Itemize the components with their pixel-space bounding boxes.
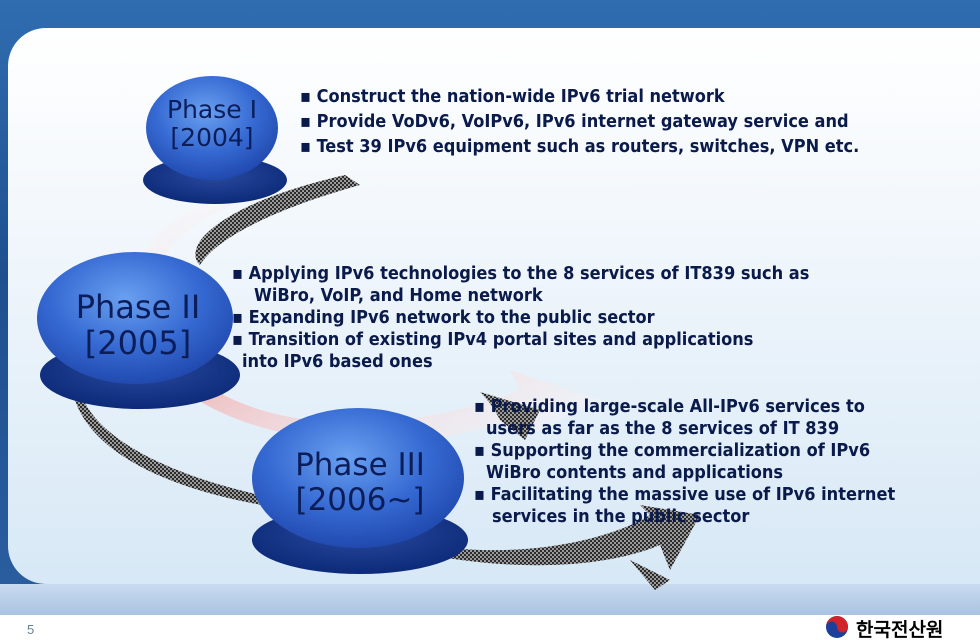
dark-arrow-middle-tip [480, 392, 540, 440]
phase-3-bullets: ▪ Providing large-scale All-IPv6 service… [474, 396, 895, 528]
list-item: ▪ Facilitating the massive use of IPv6 i… [474, 484, 896, 527]
footer-strip [0, 584, 980, 615]
phase-1-ellipse [146, 76, 278, 180]
list-item: ▪ Providing large-scale All-IPv6 service… [474, 396, 865, 439]
phase-2-title: Phase II [75, 288, 201, 326]
list-item: ▪ Transition of existing IPv4 portal sit… [232, 329, 754, 372]
dark-arrow-upper [195, 175, 360, 265]
phase-2-label: Phase II [2005] [48, 288, 228, 362]
page-number: 5 [27, 622, 35, 637]
phase-1-label: Phase I [2004] [150, 96, 274, 152]
list-item: ▪ Construct the nation-wide IPv6 trial n… [300, 86, 725, 107]
logo-text: 한국전산원 [856, 619, 944, 640]
list-item: ▪ Applying IPv6 technologies to the 8 se… [232, 263, 810, 306]
phase-1-bullets: ▪ Construct the nation-wide IPv6 trial n… [300, 84, 859, 159]
dark-arrow-middle [75, 390, 262, 505]
list-item: ▪ Provide VoDv6, VoIPv6, IPv6 internet g… [300, 111, 849, 132]
list-item: ▪ Supporting the commercialization of IP… [474, 440, 871, 483]
taeguk-icon [826, 616, 848, 638]
phase-3-ellipse [252, 408, 464, 548]
list-item: ▪ Expanding IPv6 network to the public s… [232, 307, 655, 328]
phase-2-ellipse [37, 252, 233, 384]
phase-1-period: [2004] [170, 123, 254, 152]
dark-arrow-lower [430, 505, 700, 570]
phase-3-label: Phase III [2006~] [272, 448, 448, 517]
phase-3-period: [2006~] [295, 481, 425, 518]
red-arrow-upper [130, 190, 600, 443]
phase-2-bullets: ▪ Applying IPv6 technologies to the 8 se… [232, 263, 809, 373]
phase-2-period: [2005] [84, 323, 192, 362]
dark-arrow-lower-stem [630, 560, 670, 590]
phase-1-title: Phase I [167, 95, 257, 124]
list-item: ▪ Test 39 IPv6 equipment such as routers… [300, 136, 860, 157]
phase-3-title: Phase III [295, 447, 425, 483]
organization-logo: 한국전산원 [820, 614, 980, 640]
